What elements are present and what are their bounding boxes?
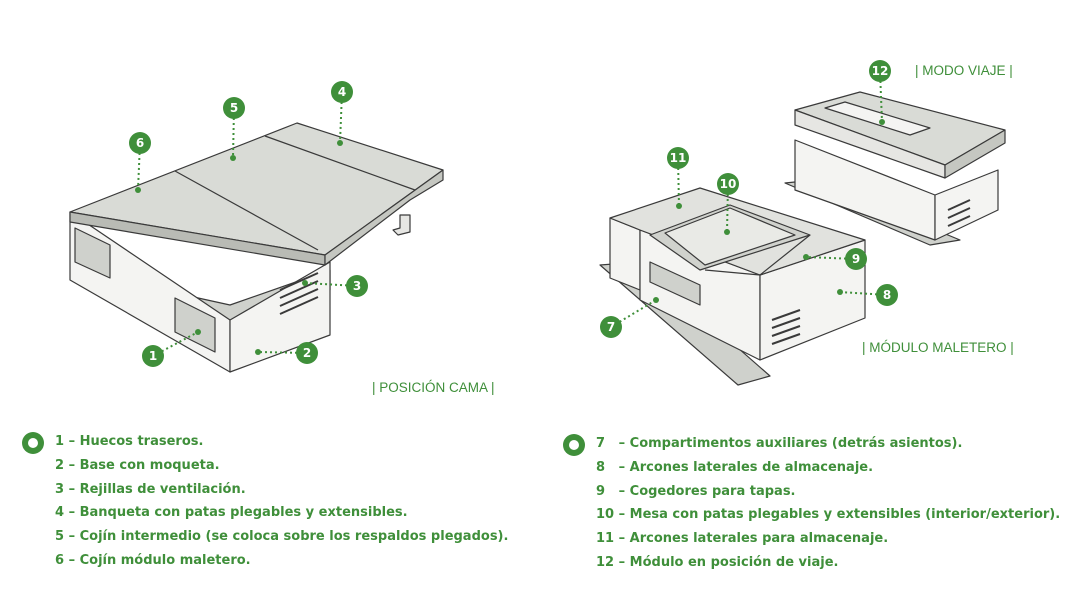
legend-left: 1 – Huecos traseros. 2 – Base con moquet… <box>22 430 508 573</box>
marker-8: 8 <box>876 284 898 306</box>
marker-12: 12 <box>869 60 891 82</box>
info-badge-icon <box>563 434 585 456</box>
legend-item: 2 – Base con moqueta. <box>55 457 220 473</box>
trunk-module-illustration <box>599 187 866 386</box>
caption-travel-mode: | MODO VIAJE | <box>915 63 1013 78</box>
legend-item: 9 – Cogedores para tapas. <box>596 483 796 499</box>
caption-bed-position: | POSICIÓN CAMA | <box>372 380 495 395</box>
legend-item: 5 – Cojín intermedio (se coloca sobre lo… <box>55 529 509 545</box>
marker-5: 5 <box>223 97 245 119</box>
marker-2: 2 <box>296 342 318 364</box>
marker-1: 1 <box>142 345 164 367</box>
legend-item: 8 – Arcones laterales de almacenaje. <box>596 459 874 475</box>
bed-illustration <box>69 122 444 373</box>
marker-11: 11 <box>667 147 689 169</box>
marker-7: 7 <box>600 316 622 338</box>
caption-trunk-module: | MÓDULO MALETERO | <box>862 340 1014 355</box>
legend-item: 10 – Mesa con patas plegables y extensib… <box>596 507 1061 523</box>
leader-lines <box>137 70 888 357</box>
legend-item: 1 – Huecos traseros. <box>55 434 204 449</box>
marker-3: 3 <box>346 275 368 297</box>
legend-item: 12 – Módulo en posición de viaje. <box>596 554 839 570</box>
marker-9: 9 <box>845 248 867 270</box>
marker-6: 6 <box>129 132 151 154</box>
legend-item: 3 – Rejillas de ventilación. <box>55 481 246 497</box>
legend-item: 7 – Compartimentos auxiliares (detrás as… <box>596 436 963 451</box>
legend-item: 6 – Cojín módulo maletero. <box>55 552 251 568</box>
legend-right: 7 – Compartimentos auxiliares (detrás as… <box>563 432 1060 575</box>
marker-4: 4 <box>331 81 353 103</box>
travel-mode-illustration <box>784 91 1006 246</box>
legend-item: 11 – Arcones laterales para almacenaje. <box>596 531 889 547</box>
legend-item: 4 – Banqueta con patas plegables y exten… <box>55 505 408 521</box>
info-badge-icon <box>22 432 44 454</box>
marker-10: 10 <box>717 173 739 195</box>
